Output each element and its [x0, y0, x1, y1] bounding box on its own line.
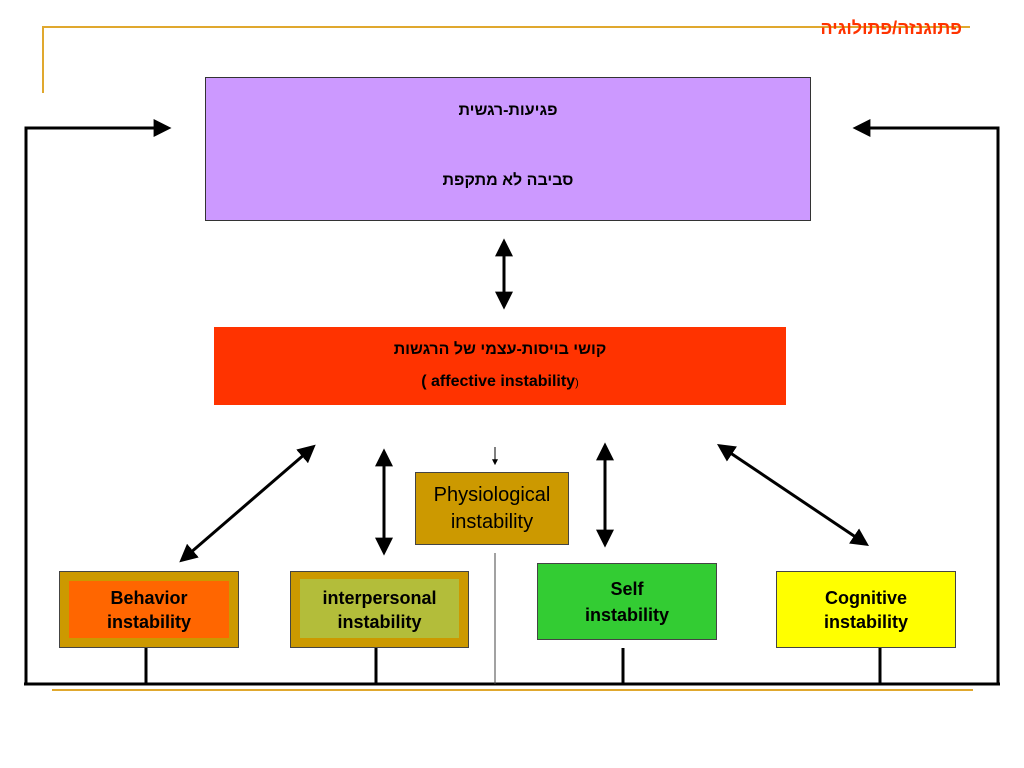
- physiological-line-2: instability: [450, 510, 534, 533]
- cognitive-line-2: instability: [823, 611, 908, 632]
- top-box-line-2: סביבה לא מתקפת: [442, 172, 574, 189]
- self-line-2: instability: [584, 604, 669, 625]
- frame-top-left-line: [42, 26, 970, 93]
- top-box-line-1: פגיעות-רגשית: [458, 102, 558, 119]
- interpersonal-instability-box: interpersonal instability: [290, 571, 469, 648]
- core-box-line-2: ( affective instability): [421, 373, 579, 391]
- core-box-line-2-suffix: ): [575, 377, 579, 389]
- behavior-instability-box: Behavior instability: [59, 571, 239, 648]
- core-box-line-2-main: ( affective instability: [421, 373, 576, 390]
- affective-instability-box: קושי בויסות-עצמי של הרגשות ( affective i…: [214, 327, 786, 405]
- right-feedback-line: [852, 119, 1000, 684]
- self-instability-box: Self instability: [537, 563, 717, 640]
- physiological-instability-box: Physiological instability: [415, 472, 569, 545]
- behavior-box-fill: [69, 581, 229, 638]
- interpersonal-box-fill: [300, 579, 459, 638]
- core-to-cognitive-arrow: [717, 443, 869, 547]
- vulnerability-environment-box: פגיעות-רגשית סביבה לא מתקפת: [205, 77, 811, 221]
- interpersonal-line-2: instability: [337, 611, 422, 632]
- core-to-behavior-arrow: [179, 444, 316, 563]
- physiological-line-1: Physiological: [433, 483, 551, 506]
- slide-title: פתוגנזה/פתולוגיה: [820, 18, 962, 38]
- behavior-line-1: Behavior: [110, 587, 188, 608]
- cognitive-instability-box: Cognitive instability: [776, 571, 956, 648]
- left-feedback-line: [24, 119, 172, 684]
- interpersonal-line-1: interpersonal: [322, 587, 437, 608]
- behavior-line-2: instability: [106, 611, 191, 632]
- core-box-line-1: קושי בויסות-עצמי של הרגשות: [393, 341, 607, 358]
- self-line-1: Self: [610, 578, 644, 599]
- cognitive-line-1: Cognitive: [824, 587, 907, 608]
